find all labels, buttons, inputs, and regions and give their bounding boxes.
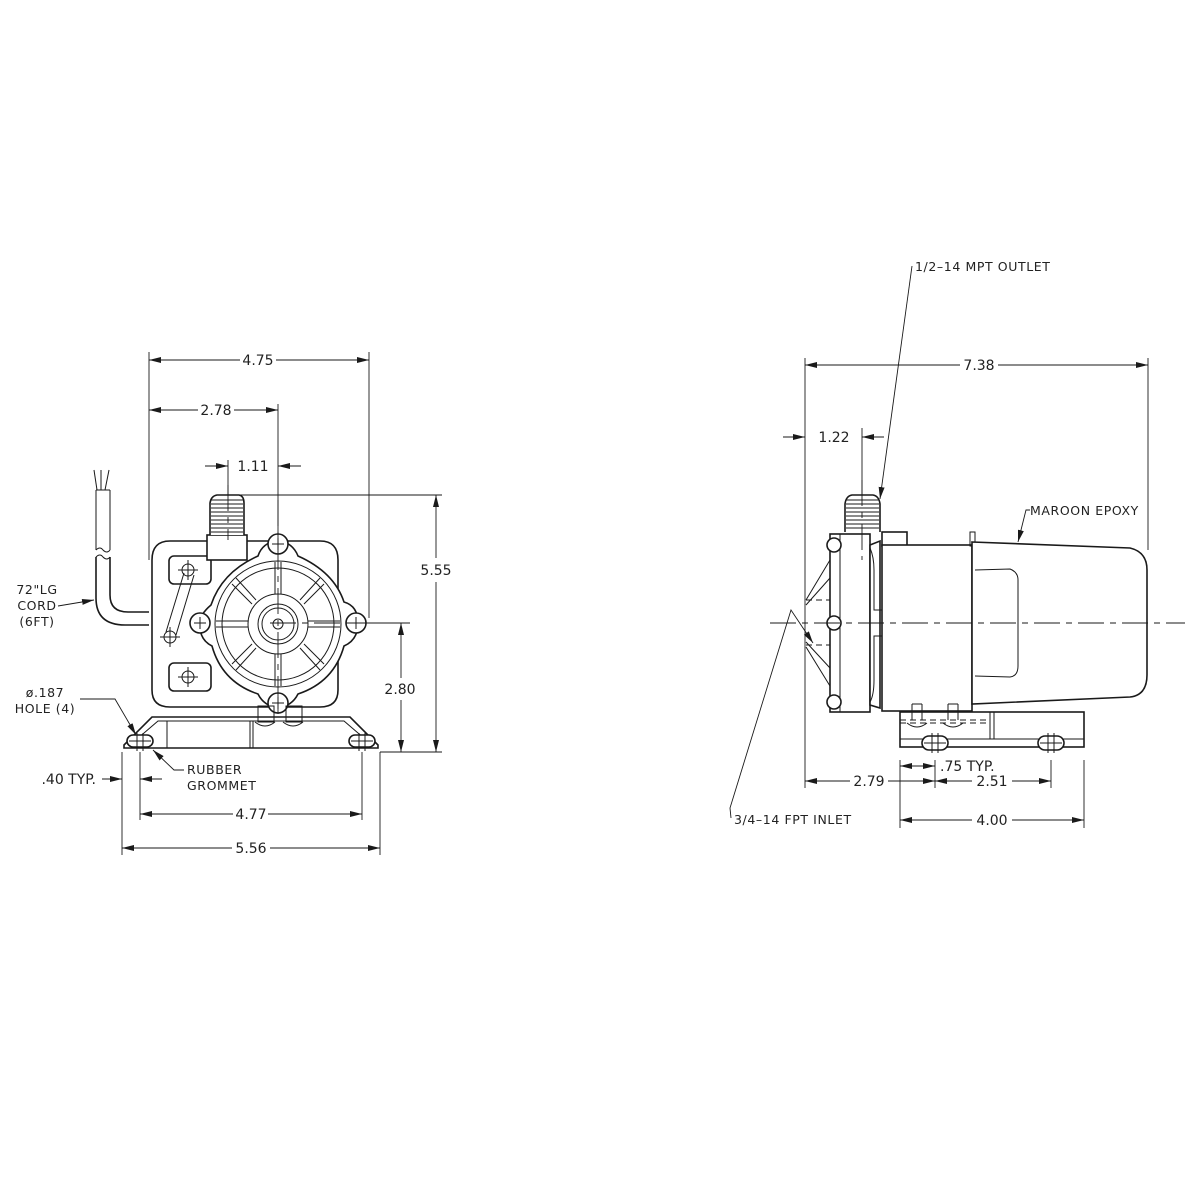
dim-base-width: 5.56	[122, 841, 380, 857]
dim-label-7-38: 7.38	[963, 358, 994, 374]
impeller-housing	[189, 485, 378, 720]
mounting-base-front	[123, 705, 379, 751]
power-cord	[93, 469, 149, 626]
dim-inlet-to-hole: 2.79	[805, 774, 935, 790]
cord-callout: 72"LG CORD (6FT)	[16, 582, 95, 629]
outlet-callout: 1/2–14 MPT OUTLET	[878, 259, 1051, 500]
grommet-label-grommet: GROMMET	[187, 778, 257, 793]
grommet-label-rubber: RUBBER	[187, 762, 242, 777]
dim-outlet-to-center: 1.11	[205, 459, 301, 475]
housing-callout: MAROON EPOXY	[1017, 503, 1139, 543]
dim-hole-to-edge: .75 TYP.	[900, 759, 995, 775]
hole-label-count: HOLE (4)	[15, 701, 76, 716]
dim-label-1-22: 1.22	[818, 430, 849, 446]
inlet-label: 3/4–14 FPT INLET	[734, 812, 852, 827]
dim-overall-width: 4.75	[149, 353, 369, 369]
pump-body-side	[770, 480, 1185, 713]
hole-callout: ø.187 HOLE (4)	[15, 685, 137, 736]
dim-label-4-75: 4.75	[242, 353, 273, 369]
dim-label-2-51: 2.51	[976, 774, 1007, 790]
dim-overall-height: 5.55	[420, 495, 452, 752]
hole-label-diameter: ø.187	[26, 685, 64, 700]
dim-label-5-55: 5.55	[420, 563, 451, 579]
outlet-label: 1/2–14 MPT OUTLET	[915, 259, 1051, 274]
dim-label-2-78: 2.78	[200, 403, 231, 419]
dim-edge-to-hole: .40 TYP.	[41, 772, 162, 788]
mounting-base-side	[899, 703, 1085, 753]
grommet-callout: RUBBER GROMMET	[152, 749, 257, 793]
housing-material-label: MAROON EPOXY	[1030, 503, 1139, 518]
dim-outlet-offset: 2.78	[149, 403, 278, 419]
dim-label-4-00: 4.00	[976, 813, 1007, 829]
dim-label-5-56: 5.56	[235, 841, 266, 857]
dim-label-4-77: 4.77	[235, 807, 266, 823]
dim-hole-spacing: 4.77	[140, 807, 362, 823]
inlet-callout: 3/4–14 FPT INLET	[729, 608, 852, 827]
dim-side-hole-spacing: 2.51	[935, 774, 1051, 790]
cord-label-feet: (6FT)	[19, 614, 54, 629]
cord-label-cord: CORD	[17, 598, 56, 613]
dim-label-0-75-typ: .75 TYP.	[940, 759, 995, 775]
dim-base-length: 4.00	[900, 813, 1084, 829]
cord-label-length: 72"LG	[16, 582, 57, 597]
front-view: 4.75 2.78 1.11 5.55 2.80	[15, 352, 452, 857]
side-view: 7.38 1.22 .75 TYP. 2.79 2.51 4.0	[729, 259, 1185, 829]
dim-label-1-11: 1.11	[237, 459, 268, 475]
dim-label-2-80: 2.80	[384, 682, 415, 698]
dim-overall-length: 7.38	[805, 358, 1148, 374]
dim-side-outlet-offset: 1.22	[783, 430, 884, 446]
housing-screw	[189, 612, 211, 634]
dim-center-height: 2.80	[384, 623, 416, 752]
dim-label-0-40-typ: .40 TYP.	[41, 772, 96, 788]
dim-label-2-79: 2.79	[853, 774, 884, 790]
